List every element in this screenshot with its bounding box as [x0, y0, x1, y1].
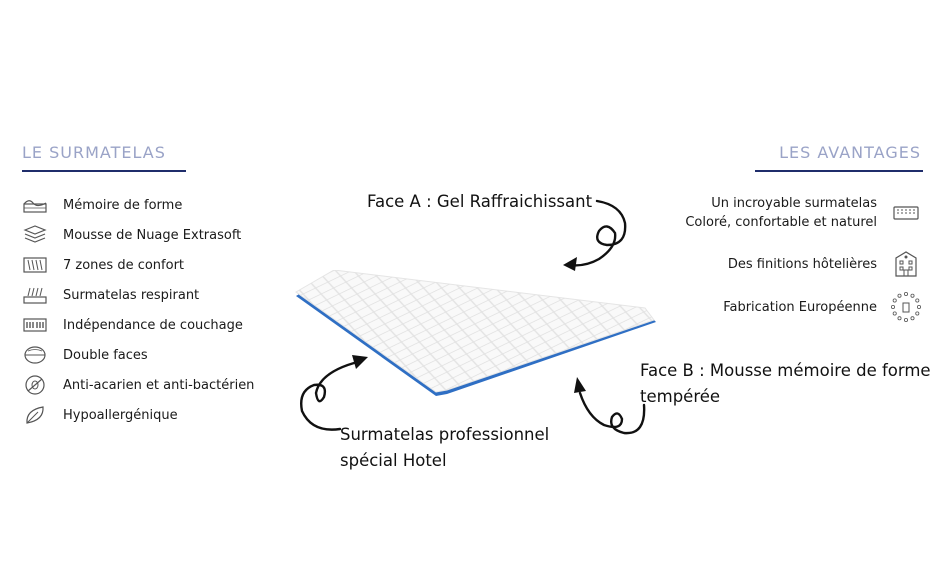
advantage-line: Des finitions hôtelières [727, 256, 877, 272]
face-b-callout-line2: tempérée [640, 387, 721, 406]
double-face-icon [22, 344, 48, 366]
feature-label: Double faces [63, 347, 148, 363]
face-b-callout-line1: Face B : Mousse mémoire de forme [640, 361, 931, 380]
feature-label: Indépendance de couchage [63, 317, 243, 333]
feature-label: Mousse de Nuage Extrasoft [63, 227, 242, 243]
list-item: Indépendance de couchage [22, 310, 254, 340]
feature-label: Mémoire de forme [63, 197, 183, 213]
right-title-underline [755, 170, 923, 172]
feature-label: Anti-acarien et anti-bactérien [63, 377, 255, 393]
arrow-face-a [555, 195, 635, 275]
list-item: Surmatelas respirant [22, 280, 254, 310]
hotel-icon [889, 247, 923, 281]
list-item: Mémoire de forme [22, 190, 254, 220]
comfort-zones-icon [22, 254, 48, 276]
face-a-callout: Face A : Gel Raffraichissant [367, 192, 593, 211]
list-item: Mousse de Nuage Extrasoft [22, 220, 254, 250]
list-item: Hypoallergénique [22, 400, 254, 430]
feature-label: Surmatelas respirant [63, 287, 200, 303]
mattress-topper-image [290, 270, 665, 405]
left-section-title: LE SURMATELAS [22, 143, 166, 162]
advantage-line: Un incroyable surmatelas [711, 196, 877, 211]
leaf-icon [22, 404, 48, 426]
right-section-title: LES AVANTAGES [779, 143, 921, 162]
anti-mite-icon [22, 374, 48, 396]
list-item: Double faces [22, 340, 254, 370]
pro-callout-line2: spécial Hotel [340, 451, 447, 470]
pro-callout-line1: Surmatelas professionnel [340, 425, 550, 444]
feature-label: 7 zones de confort [63, 257, 185, 273]
foam-layers-icon [22, 224, 48, 246]
features-list: Mémoire de forme Mousse de Nuage Extraso… [22, 190, 254, 430]
mattress-icon [889, 196, 923, 230]
list-item: Fabrication Européenne [723, 290, 923, 324]
left-title-underline [22, 170, 186, 172]
advantage-line: Fabrication Européenne [723, 299, 877, 315]
arrow-face-b [568, 365, 648, 445]
independence-icon [22, 314, 48, 336]
memory-foam-icon [22, 194, 48, 216]
eu-stars-icon [889, 290, 923, 324]
list-item: Anti-acarien et anti-bactérien [22, 370, 254, 400]
list-item: Des finitions hôtelières [728, 247, 923, 281]
arrow-pro [292, 345, 382, 435]
list-item: 7 zones de confort [22, 250, 254, 280]
list-item: Un incroyable surmatelas Coloré, confort… [685, 194, 923, 232]
advantage-line: Coloré, confortable et naturel [685, 215, 877, 230]
breathable-icon [22, 284, 48, 306]
feature-label: Hypoallergénique [63, 407, 178, 423]
